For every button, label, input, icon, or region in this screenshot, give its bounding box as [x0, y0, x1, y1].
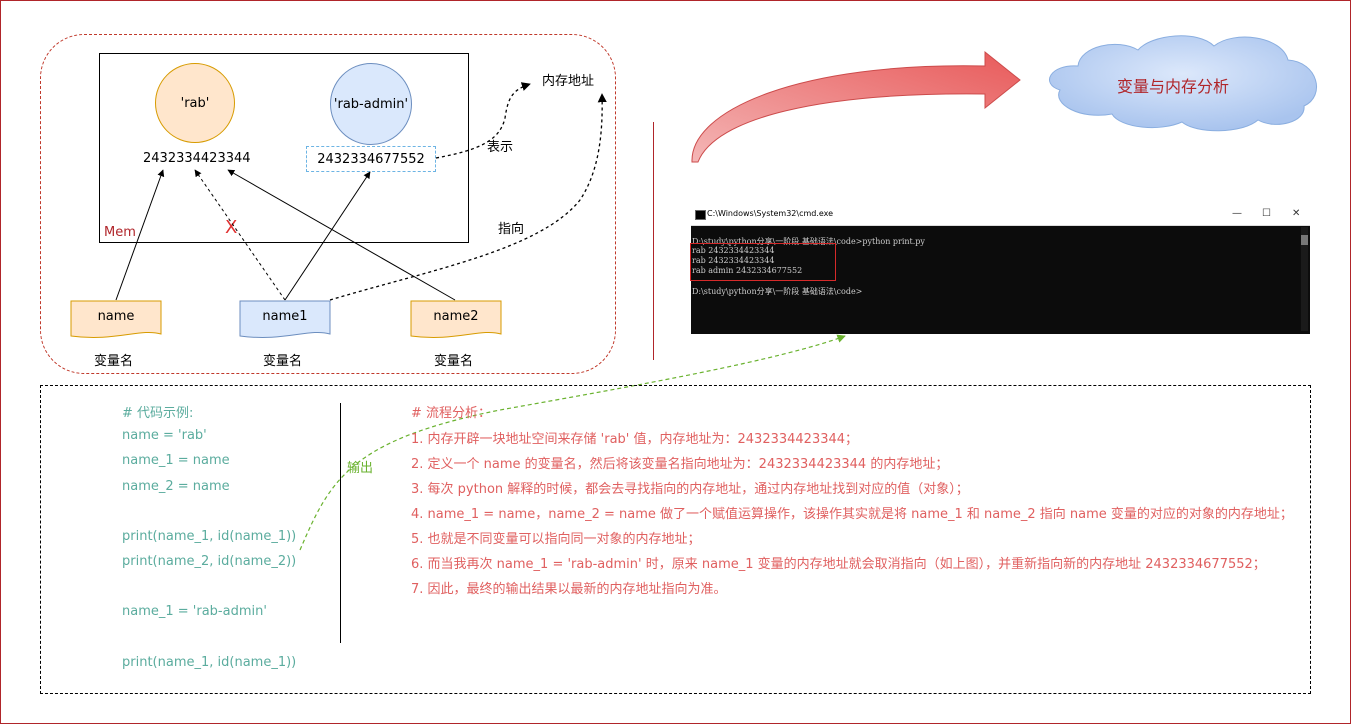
minimize-icon[interactable]: —: [1232, 208, 1242, 219]
variable-name2: name2: [410, 300, 502, 340]
cmd-window: C:\Windows\System32\cmd.exe — ☐ ✕ D:\stu…: [691, 205, 1310, 334]
analysis-line: 6. 而当我再次 name_1 = 'rab-admin' 时，原来 name_…: [411, 557, 1266, 572]
variable-caption-name: 变量名: [94, 354, 134, 369]
code-separator: [340, 403, 341, 643]
cmd-title: C:\Windows\System32\cmd.exe: [707, 209, 834, 218]
cmd-scrollbar-thumb[interactable]: [1301, 235, 1308, 245]
code-line: name_2 = name: [122, 479, 230, 494]
variable-name2-label: name2: [433, 309, 479, 324]
variable-caption-name1: 变量名: [263, 354, 303, 369]
code-analysis-box: [40, 385, 1311, 694]
cmd-line: rab 2432334423344: [692, 256, 775, 265]
code-line: name_1 = 'rab-admin': [122, 604, 267, 619]
analysis-line: 5. 也就是不同变量可以指向同一对象的内存地址；: [411, 532, 701, 547]
arrow-name1-to-rab-old: [194, 169, 286, 301]
analysis-line: 1. 内存开辟一块地址空间来存储 'rab' 值，内存地址为：243233442…: [411, 432, 859, 447]
invalid-pointer-mark: X: [225, 217, 238, 238]
cmd-line: rab 2432334423344: [692, 246, 775, 255]
memory-label: Mem: [104, 225, 136, 240]
analysis-line: 7. 因此，最终的输出结果以最新的内存地址指向为准。: [411, 582, 727, 597]
big-curved-arrow: [691, 50, 1021, 163]
value-circle-rab: 'rab': [155, 63, 235, 143]
output-label: 输出: [347, 461, 374, 476]
arrow-name-to-rab: [115, 169, 165, 301]
output-highlight-box: [690, 243, 836, 281]
address-rab-admin: 2432334677552: [317, 151, 425, 167]
variable-name: name: [70, 300, 162, 340]
variable-doc-name2: [410, 300, 502, 339]
close-icon[interactable]: ✕: [1292, 208, 1301, 219]
variable-doc-name: [70, 300, 162, 339]
cmd-line: rab admin 2432334677552: [692, 266, 803, 275]
value-label-rab-admin: 'rab-admin': [333, 96, 409, 112]
address-rab: 2432334423344: [143, 151, 251, 166]
variable-caption-name2: 变量名: [434, 354, 474, 369]
maximize-icon[interactable]: ☐: [1262, 208, 1271, 219]
value-label-rab: 'rab': [180, 95, 210, 111]
variable-name1-label: name1: [262, 309, 308, 324]
arrow-name2-to-rab: [227, 169, 456, 301]
arrow-name1-to-rab-admin: [284, 171, 371, 301]
cmd-titlebar: C:\Windows\System32\cmd.exe — ☐ ✕: [691, 205, 1310, 226]
variable-name1: name1: [239, 300, 331, 340]
cloud-shape: [1049, 35, 1318, 132]
code-line: print(name_1, id(name_1)): [122, 529, 297, 544]
cmd-line: D:\study\python分享\一阶段 基础语法\code>: [692, 287, 863, 296]
variable-name-label: name: [97, 309, 135, 324]
variable-doc-name1: [239, 300, 331, 339]
code-line: print(name_2, id(name_2)): [122, 554, 297, 569]
cloud-title: 变量与内存分析: [1117, 77, 1230, 96]
memory-region: [40, 34, 616, 374]
analysis-line: # 流程分析：: [411, 406, 492, 421]
represents-label: 表示: [487, 140, 514, 155]
address-box-rab-admin: 2432334677552: [306, 146, 436, 172]
code-line: name_1 = name: [122, 453, 230, 468]
analysis-line: 3. 每次 python 解释的时候，都会去寻找指向的内存地址，通过内存地址找到…: [411, 482, 969, 497]
code-line: print(name_1, id(name_1)): [122, 655, 297, 670]
value-circle-rab-admin: 'rab-admin': [330, 63, 412, 145]
arrow-points-to: [329, 93, 607, 301]
code-line: name = 'rab': [122, 428, 207, 443]
points-to-label: 指向: [498, 222, 525, 237]
cmd-line: D:\study\python分享\一阶段 基础语法\code>python p…: [692, 237, 925, 246]
analysis-line: 2. 定义一个 name 的变量名，然后将该变量名指向地址为：243233442…: [411, 457, 949, 472]
cmd-scrollbar[interactable]: [1301, 227, 1308, 331]
cmd-icon: [695, 210, 706, 220]
vertical-separator: [653, 122, 654, 360]
analysis-line: 4. name_1 = name，name_2 = name 做了一个赋值运算操…: [411, 507, 1293, 522]
memory-address-label: 内存地址: [542, 74, 595, 89]
output-arrow: [299, 334, 846, 551]
arrow-represents: [435, 82, 531, 159]
code-line: # 代码示例:: [122, 406, 194, 421]
